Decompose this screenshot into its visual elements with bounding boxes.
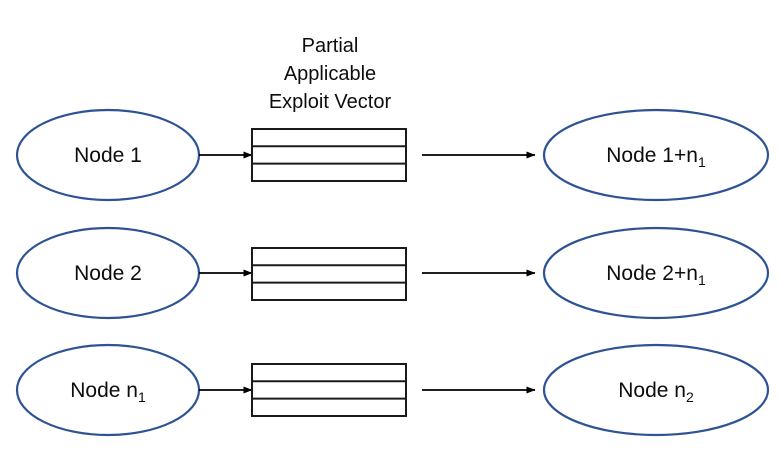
target-node-2[interactable]: Node 2+n1 (542, 226, 770, 320)
target-node-2-base: Node 2+n (606, 262, 698, 285)
target-node-2-ellipse[interactable] (542, 226, 770, 320)
header-line-3: Exploit Vector (269, 91, 392, 113)
source-node-3-sub: 1 (138, 389, 146, 405)
target-node-2-sub: 1 (698, 272, 706, 288)
target-node-1-sub: 1 (698, 154, 706, 170)
source-node-1[interactable]: Node 1 (15, 108, 201, 202)
source-node-2[interactable]: Node 2 (15, 226, 201, 320)
target-node-2-label: Node 2+n1 (606, 262, 706, 288)
vector-column-header: Partial Applicable Exploit Vector (269, 35, 392, 113)
exploit-vector-box-1-outline[interactable] (251, 128, 407, 182)
target-node-1-base: Node 1+n (606, 144, 698, 167)
source-node-2-label: Node 2 (74, 262, 142, 285)
source-node-3-base: Node n (70, 379, 138, 402)
target-node-1-ellipse[interactable] (542, 108, 770, 202)
diagram-row-1: Node 1 Node 1+n1 (15, 108, 770, 202)
source-node-2-base: Node 2 (74, 262, 142, 285)
exploit-vector-box-1[interactable] (251, 128, 407, 182)
exploit-vector-box-3-outline[interactable] (251, 363, 407, 417)
exploit-vector-box-2[interactable] (251, 247, 407, 301)
target-node-3[interactable]: Node n2 (542, 343, 770, 437)
target-node-3-ellipse[interactable] (542, 343, 770, 437)
header-line-1: Partial (302, 35, 359, 57)
exploit-vector-box-2-outline[interactable] (251, 247, 407, 301)
target-node-3-label: Node n2 (618, 379, 694, 405)
source-node-3[interactable]: Node n1 (15, 343, 201, 437)
target-node-3-sub: 2 (686, 389, 694, 405)
header-line-2: Applicable (284, 63, 376, 85)
diagram-row-2: Node 2 Node 2+n1 (15, 226, 770, 320)
target-node-1-label: Node 1+n1 (606, 144, 706, 170)
source-node-3-label: Node n1 (70, 379, 146, 405)
diagram-row-3: Node n1 Node n2 (15, 343, 770, 437)
exploit-vector-box-3[interactable] (251, 363, 407, 417)
source-node-1-base: Node 1 (74, 144, 142, 167)
target-node-3-base: Node n (618, 379, 686, 402)
source-node-1-label: Node 1 (74, 144, 142, 167)
target-node-1[interactable]: Node 1+n1 (542, 108, 770, 202)
